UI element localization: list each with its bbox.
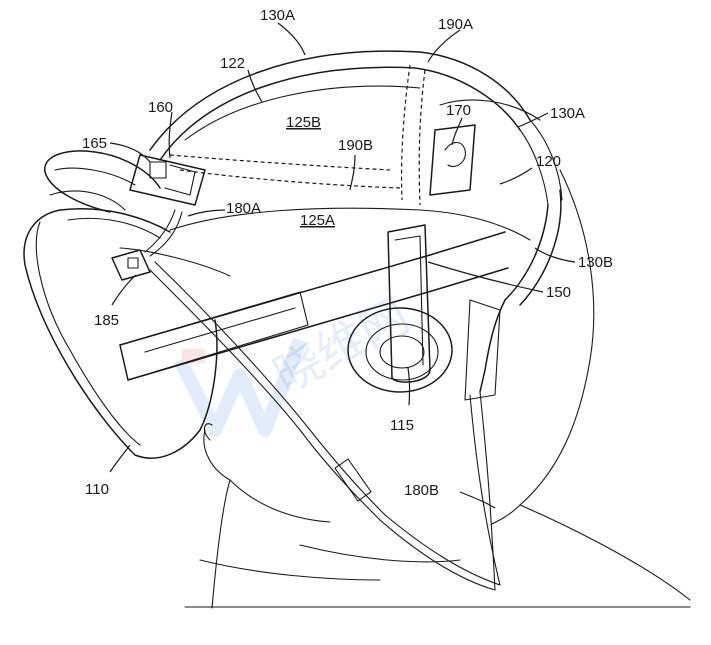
- crown-strap: [149, 50, 563, 241]
- label-180a: 180A: [226, 200, 261, 217]
- label-130a-right: 130A: [550, 105, 585, 122]
- sensor-160: [129, 154, 206, 206]
- head-outline: [184, 99, 691, 609]
- label-190a: 190A: [438, 16, 473, 33]
- strap-loops: [44, 150, 161, 213]
- label-130b: 130B: [578, 254, 613, 271]
- label-122: 122: [220, 55, 245, 72]
- side-arm: [119, 231, 509, 381]
- label-115: 115: [390, 417, 414, 434]
- label-190b: 190B: [338, 137, 373, 154]
- rear-strap: [464, 189, 562, 401]
- label-125a: 125A: [300, 212, 335, 229]
- cables: [144, 209, 501, 591]
- connector-185: [111, 249, 151, 281]
- label-185: 185: [94, 312, 119, 329]
- label-165: 165: [82, 135, 107, 152]
- label-170: 170: [446, 102, 471, 119]
- leader-lines: [109, 22, 576, 509]
- module-170: [429, 124, 476, 196]
- label-125b: 125B: [286, 114, 321, 131]
- goggle-body: [23, 207, 231, 459]
- label-160: 160: [148, 99, 173, 116]
- label-120: 120: [536, 153, 561, 170]
- watermark: [173, 337, 307, 437]
- reference-labels: 130A 190A 122 160 125B 170 130A 165 190B…: [82, 7, 613, 499]
- ear-cup: [347, 307, 453, 393]
- label-180b: 180B: [404, 482, 439, 499]
- watermark-text: 晓维网: [265, 288, 418, 405]
- label-110: 110: [85, 481, 109, 498]
- label-150: 150: [546, 284, 571, 301]
- label-130a-top: 130A: [260, 7, 295, 24]
